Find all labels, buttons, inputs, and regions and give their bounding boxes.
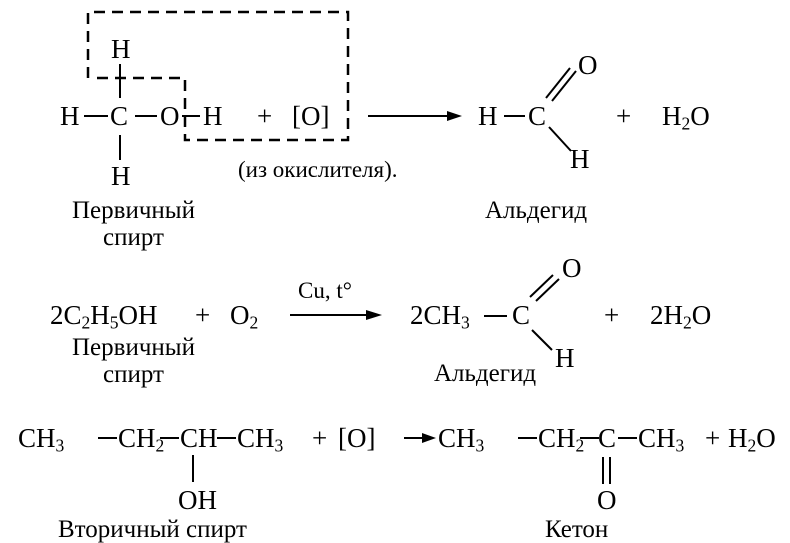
atom-h-left: H [60, 101, 80, 131]
aldehyde-atom-h: H [478, 101, 498, 131]
label-primary-alcohol-line1: Первичный [72, 334, 195, 361]
acetaldehyde-atom-c: C [512, 300, 531, 330]
ch3-group: CH3 [18, 423, 65, 456]
reaction2-arrow [290, 310, 382, 320]
oxidant: [O] [338, 423, 376, 453]
aldehyde-atom-h-lower: H [570, 144, 590, 174]
dashed-group-box [86, 10, 350, 142]
label-primary-alcohol-line2: спирт [103, 361, 164, 388]
atom-h-right: H [203, 101, 223, 131]
acetaldehyde-atom-o: O [562, 253, 582, 283]
plus-sign: + [195, 300, 211, 330]
label-secondary-alcohol: Вторичный спирт [58, 516, 247, 543]
ethanol-formula: 2C2H5OH [50, 300, 158, 333]
carbonyl-atom-c: C [598, 423, 617, 453]
ch3-group: CH3 [438, 423, 485, 456]
plus-sign: + [604, 300, 620, 330]
ch2-group: CH2 [538, 423, 585, 456]
reaction1-bonds [84, 64, 577, 160]
acetaldehyde-prefix: 2CH3 [410, 300, 470, 333]
ch3-group: CH3 [638, 423, 685, 456]
hydroxyl-group: OH [178, 485, 217, 515]
ch2-group: CH2 [118, 423, 165, 456]
water-formula: H2O [662, 101, 710, 134]
reaction3-bonds [98, 437, 637, 484]
ch-group: CH [180, 423, 218, 453]
reaction1-arrow [368, 111, 462, 121]
ch3-group: CH3 [237, 423, 284, 456]
atom-c: C [110, 101, 129, 131]
label-primary-alcohol-line2: спирт [103, 224, 164, 251]
plus-sign: + [312, 423, 328, 453]
aldehyde-atom-c: C [528, 101, 547, 131]
water-formula: H2O [728, 423, 776, 456]
aldehyde-atom-o: O [578, 50, 598, 80]
oxidant: [O] [292, 101, 330, 131]
label-aldehyde: Альдегид [434, 360, 537, 387]
oxygen-formula: O2 [230, 300, 259, 333]
reaction-condition: Cu, t° [298, 278, 352, 303]
atom-h-bottom: H [111, 161, 131, 191]
water-formula: 2H2O [650, 300, 712, 333]
label-primary-alcohol-line1: Первичный [72, 197, 195, 224]
label-aldehyde: Альдегид [485, 197, 588, 224]
acetaldehyde-atom-h: H [555, 343, 575, 373]
plus-sign: + [616, 101, 632, 131]
atom-h-top: H [111, 34, 131, 64]
reaction3-arrow [404, 433, 436, 443]
label-ketone: Кетон [545, 516, 609, 543]
reaction2-bonds [484, 274, 560, 351]
atom-o: O [160, 101, 180, 131]
plus-sign: + [705, 423, 721, 453]
oxidant-note: (из окислителя). [238, 157, 398, 182]
plus-sign: + [257, 101, 273, 131]
carbonyl-atom-o: O [597, 485, 617, 515]
